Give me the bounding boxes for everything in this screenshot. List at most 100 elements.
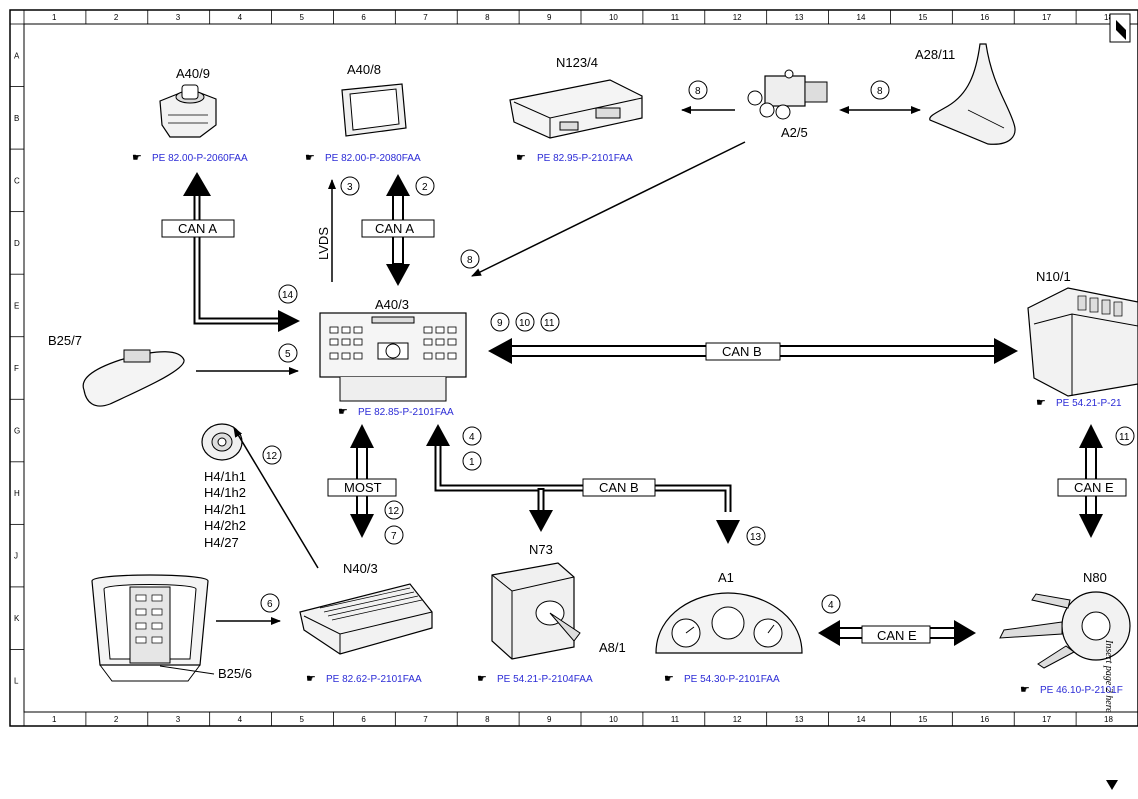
grid-column-label: 4: [238, 715, 243, 724]
h4-label: H4/1h2: [204, 485, 246, 500]
n73-ref-link[interactable]: PE 54.21-P-2104FAA: [497, 674, 593, 685]
grid-column-label: 10: [609, 13, 618, 22]
signal-number: 13: [750, 532, 762, 543]
signal-number: 7: [391, 531, 397, 542]
pointing-hand-icon: ☛: [664, 673, 674, 685]
grid-column-label: 16: [980, 715, 989, 724]
pointing-hand-icon: ☛: [306, 673, 316, 685]
signal-number: 1: [469, 457, 475, 468]
signal-number: 11: [544, 318, 555, 329]
signal-number: 5: [285, 349, 291, 360]
a40-3-ref-link[interactable]: PE 82.85-P-2101FAA: [358, 407, 454, 418]
a1-label: A1: [718, 570, 734, 585]
pointing-hand-icon: ☛: [1036, 397, 1046, 409]
grid-row-label: H: [14, 489, 20, 498]
signal-number: 3: [347, 182, 353, 193]
grid-column-label: 18: [1104, 715, 1113, 724]
signal-circles: 8 8 8 3 2 14 5 9 10 11 4 1 12 12 7 13 6 …: [260, 80, 1135, 614]
grid-column-label: 11: [671, 13, 680, 22]
grid-column-label: 15: [918, 715, 927, 724]
pointing-hand-icon: ☛: [477, 673, 487, 685]
grid-column-label: 10: [609, 715, 618, 724]
can-b-main-label: CAN B: [722, 344, 762, 359]
grid-column-label: 6: [361, 715, 366, 724]
a40-9-label: A40/9: [176, 66, 210, 81]
grid-column-label: 13: [795, 715, 804, 724]
grid-column-label: 4: [238, 13, 243, 22]
pointing-hand-icon: ☛: [305, 152, 315, 164]
b25-6-leader-line: [159, 665, 215, 675]
signal-number: 8: [695, 86, 701, 97]
can-a-left-label: CAN A: [178, 221, 217, 236]
grid-column-label: 1: [52, 715, 57, 724]
grid-columns: 1122334455667788991010111112121313141415…: [23, 10, 1114, 726]
signal-number: 2: [422, 182, 428, 193]
can-a-mid-box: [361, 219, 435, 238]
a8-1-label: A8/1: [599, 640, 626, 655]
grid-row-label: J: [14, 552, 18, 561]
signal-arrow-8-to-a40-3: [471, 141, 746, 277]
grid-row-label: E: [14, 301, 19, 310]
grid-column-label: 8: [485, 13, 490, 22]
signal-number: 6: [267, 599, 273, 610]
signal-number: 14: [282, 290, 294, 301]
a40-9-ref-link[interactable]: PE 82.00-P-2060FAA: [152, 153, 248, 164]
b25-7-icon: [82, 349, 185, 407]
a40-9-icon: [159, 84, 217, 138]
signal-arrow-12-h4: [233, 427, 319, 569]
n80-ref-link[interactable]: PE 46.10-P-2101F: [1040, 685, 1123, 696]
n10-1-icon: [1027, 287, 1138, 397]
a40-3-icon: [319, 312, 467, 402]
a40-8-ref-link[interactable]: PE 82.00-P-2080FAA: [325, 153, 421, 164]
n123-4-ref-link[interactable]: PE 82.95-P-2101FAA: [537, 153, 633, 164]
a1-instrument-cluster-icon: [655, 592, 803, 654]
grid-column-label: 2: [114, 13, 119, 22]
n80-steering-column-module-icon: [999, 591, 1131, 669]
b25-7-label: B25/7: [48, 333, 82, 348]
signal-number: 4: [469, 432, 475, 443]
most-label: MOST: [344, 480, 382, 495]
grid-column-label: 5: [300, 13, 305, 22]
h4-label-group: H4/1h1 H4/1h2 H4/2h1 H4/2h2 H4/27: [204, 469, 246, 550]
signal-number: 12: [388, 506, 400, 517]
grid-column-label: 16: [980, 13, 989, 22]
grid-row-label: K: [14, 614, 20, 623]
h4-speaker-icon: [201, 423, 243, 461]
signal-number: 11: [1119, 432, 1130, 443]
grid-column-label: 2: [114, 715, 119, 724]
grid-row-label: C: [14, 176, 20, 185]
a28-11-label: A28/11: [915, 47, 955, 62]
h4-label: H4/2h1: [204, 502, 246, 517]
h4-label: H4/27: [204, 535, 239, 550]
pointing-hand-icon: ☛: [1020, 684, 1030, 696]
signal-number: 10: [519, 318, 531, 329]
grid-column-label: 3: [176, 13, 181, 22]
can-b-low-label: CAN B: [599, 480, 639, 495]
n40-3-icon: [299, 583, 433, 655]
lvds-label: LVDS: [316, 227, 331, 260]
insert-page-note: Insert page 2 here: [1100, 640, 1120, 790]
signal-number: 12: [266, 451, 278, 462]
can-e-right-box: [1057, 478, 1127, 497]
a40-8-icon: [341, 83, 407, 137]
a2-5-icon: [747, 69, 828, 120]
n40-3-ref-link[interactable]: PE 82.62-P-2101FAA: [326, 674, 422, 685]
pointing-hand-icon: ☛: [338, 406, 348, 418]
n10-1-ref-link[interactable]: PE 54.21-P-21: [1056, 398, 1122, 409]
grid-row-label: F: [14, 364, 19, 373]
grid-column-label: 5: [300, 715, 305, 724]
a1-ref-link[interactable]: PE 54.30-P-2101FAA: [684, 674, 780, 685]
grid-row-label: A: [14, 51, 20, 60]
h4-label: H4/1h1: [204, 469, 246, 484]
grid-column-label: 14: [857, 13, 866, 22]
n123-4-icon: [509, 79, 643, 139]
grid-column-label: 17: [1042, 13, 1051, 22]
grid-column-label: 12: [733, 13, 742, 22]
b25-6-gear-selector-icon: [91, 574, 209, 682]
signal-number: 8: [467, 255, 473, 266]
a28-11-icon: [929, 43, 1016, 145]
insert-page-note-text: Insert page 2 here: [1103, 640, 1114, 713]
n123-4-label: N123/4: [556, 55, 598, 70]
pointing-hand-icon: ☛: [132, 152, 142, 164]
